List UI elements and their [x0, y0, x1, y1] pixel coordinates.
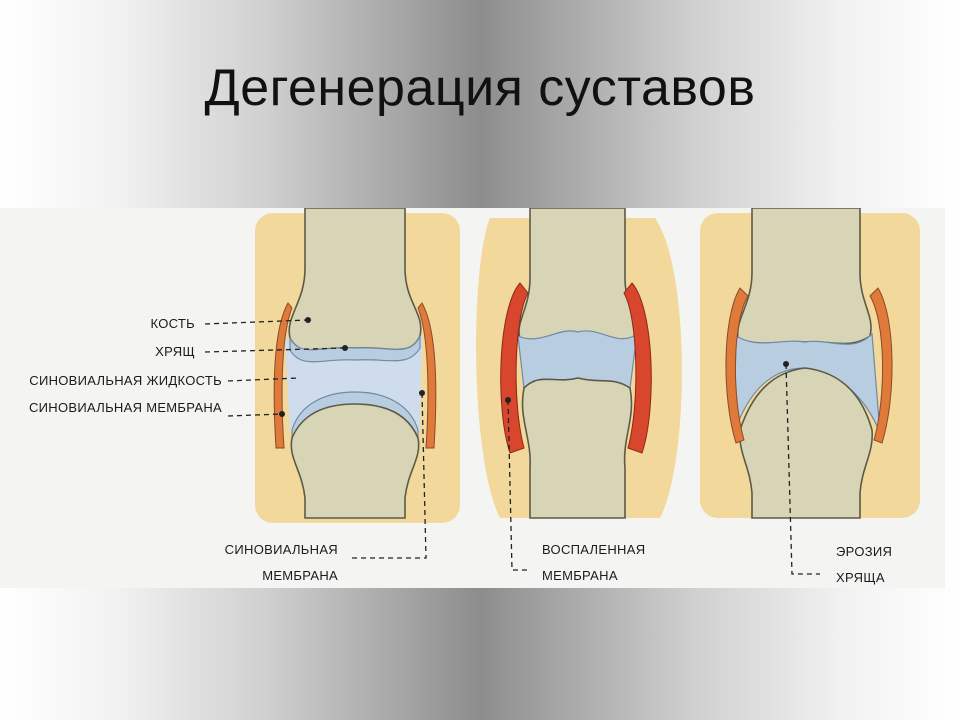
pointer-bone	[305, 317, 311, 323]
slide-title: Дегенерация суставов	[204, 59, 756, 117]
label-synovial-membrane: СИНОВИАЛЬНАЯ МЕМБРАНА	[29, 400, 222, 415]
upper-bone	[518, 208, 637, 342]
label-bottom-1-line2: МЕМБРАНА	[262, 568, 338, 583]
label-bottom-3-line2: ХРЯЩА	[836, 570, 885, 585]
leader-synovial-membrane	[227, 413, 283, 417]
synovial-membrane-left	[725, 287, 749, 444]
leader-bone	[204, 319, 309, 325]
lower-bone	[739, 367, 873, 519]
label-synovial-fluid: СИНОВИАЛЬНАЯ ЖИДКОСТЬ	[29, 373, 222, 388]
pointer-cartilage	[342, 345, 348, 351]
upper-bone	[288, 208, 422, 351]
synovial-membrane-left	[273, 302, 293, 449]
label-bone: КОСТЬ	[151, 316, 195, 331]
leader-bottom-2	[507, 399, 530, 571]
upper-bone	[736, 208, 872, 345]
diagram-panel: КОСТЬ ХРЯЩ СИНОВИАЛЬНАЯ ЖИДКОСТЬ СИНОВИА…	[0, 208, 945, 588]
inflamed-membrane-left	[500, 282, 529, 454]
label-bottom-3-line1: ЭРОЗИЯ	[836, 544, 892, 559]
joint-inflamed	[476, 208, 682, 519]
joint-eroded	[700, 208, 920, 519]
label-bottom-1-line1: СИНОВИАЛЬНАЯ	[225, 542, 338, 557]
synovial-membrane-right	[869, 287, 893, 444]
inflamed-membrane-right	[623, 282, 652, 454]
lower-bone	[290, 403, 420, 519]
label-bottom-2-line1: ВОСПАЛЕННАЯ	[542, 542, 645, 557]
label-bottom-2-line2: МЕМБРАНА	[542, 568, 618, 583]
leader-synovial-fluid	[227, 377, 299, 382]
pointer-synovial-membrane	[279, 411, 285, 417]
eroded-cartilage	[733, 332, 881, 434]
pointer-bottom-3	[783, 361, 789, 367]
joint-degeneration-diagram: КОСТЬ ХРЯЩ СИНОВИАЛЬНАЯ ЖИДКОСТЬ СИНОВИА…	[29, 208, 920, 585]
leader-bottom-3	[785, 363, 820, 575]
joint-healthy	[255, 208, 460, 523]
pointer-bottom-2	[505, 397, 511, 403]
label-cartilage: ХРЯЩ	[155, 344, 195, 359]
pointer-bottom-1	[419, 390, 425, 396]
synovial-membrane-right	[417, 302, 437, 449]
leader-bottom-1	[350, 392, 427, 559]
lower-bone	[521, 377, 633, 519]
